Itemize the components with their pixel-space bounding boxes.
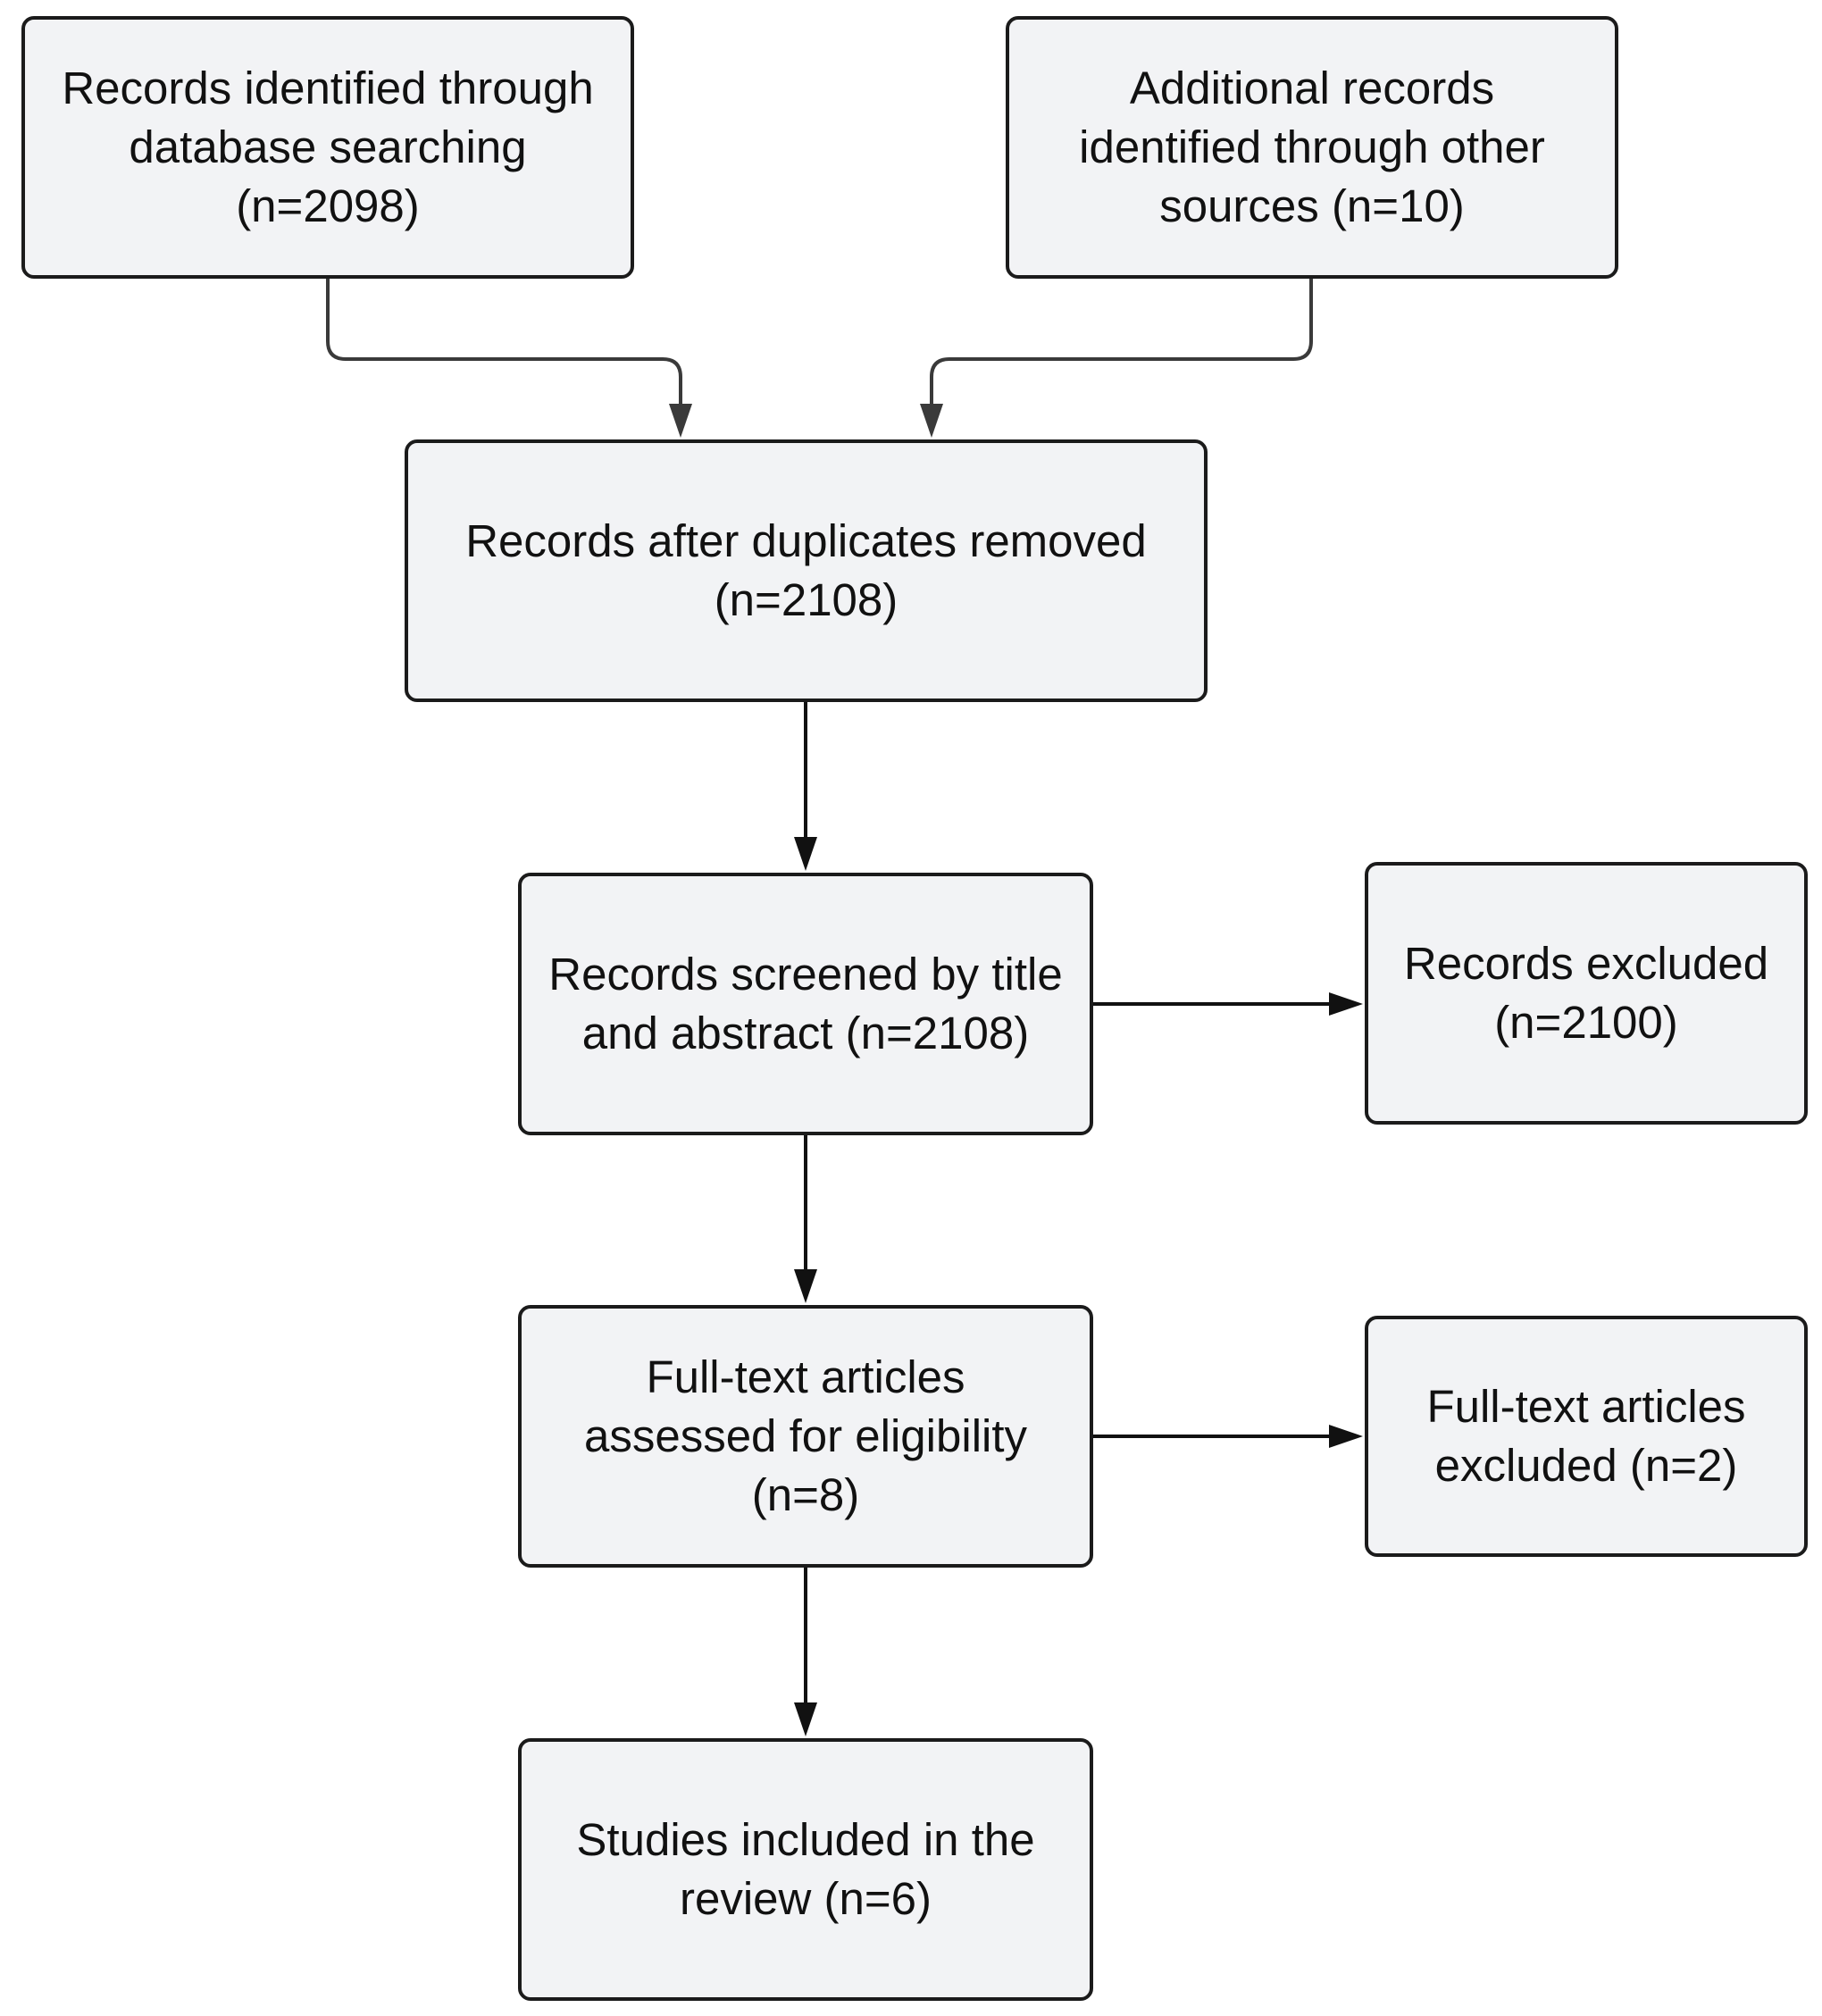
arrowhead-screened-to-fulltext	[794, 1269, 817, 1303]
arrowhead-dedup-to-screened	[794, 837, 817, 871]
arrowhead-db-to-dedup	[669, 404, 692, 438]
node-label: Full-text articles excluded (n=2)	[1426, 1381, 1746, 1491]
node-label: Studies included in the review (n=6)	[576, 1814, 1035, 1924]
node-additional-records-other-sources: Additional records identified through ot…	[1006, 16, 1618, 279]
node-records-screened: Records screened by title and abstract (…	[518, 873, 1093, 1135]
arrowhead-fulltext-to-included	[794, 1702, 817, 1736]
arrowhead-other-to-dedup	[920, 404, 943, 438]
node-label: Additional records identified through ot…	[1079, 63, 1545, 231]
arrowhead-screened-to-excluded	[1329, 992, 1363, 1016]
edge-db-to-dedup	[326, 279, 682, 404]
node-label: Full-text articles assessed for eligibil…	[583, 1351, 1028, 1520]
node-label: Records excluded (n=2100)	[1403, 938, 1769, 1048]
node-studies-included: Studies included in the review (n=6)	[518, 1738, 1093, 2001]
node-records-excluded: Records excluded (n=2100)	[1365, 862, 1808, 1125]
node-label: Records after duplicates removed (n=2108…	[465, 515, 1147, 625]
node-label: Records screened by title and abstract (…	[548, 949, 1063, 1058]
node-records-after-duplicates-removed: Records after duplicates removed (n=2108…	[405, 439, 1208, 702]
node-label: Records identified through database sear…	[62, 63, 594, 231]
node-records-identified-database: Records identified through database sear…	[21, 16, 634, 279]
node-full-text-assessed: Full-text articles assessed for eligibil…	[518, 1305, 1093, 1568]
edge-other-to-dedup	[930, 279, 1313, 404]
node-full-text-excluded: Full-text articles excluded (n=2)	[1365, 1316, 1808, 1557]
arrowhead-fulltext-to-ftexcl	[1329, 1425, 1363, 1448]
